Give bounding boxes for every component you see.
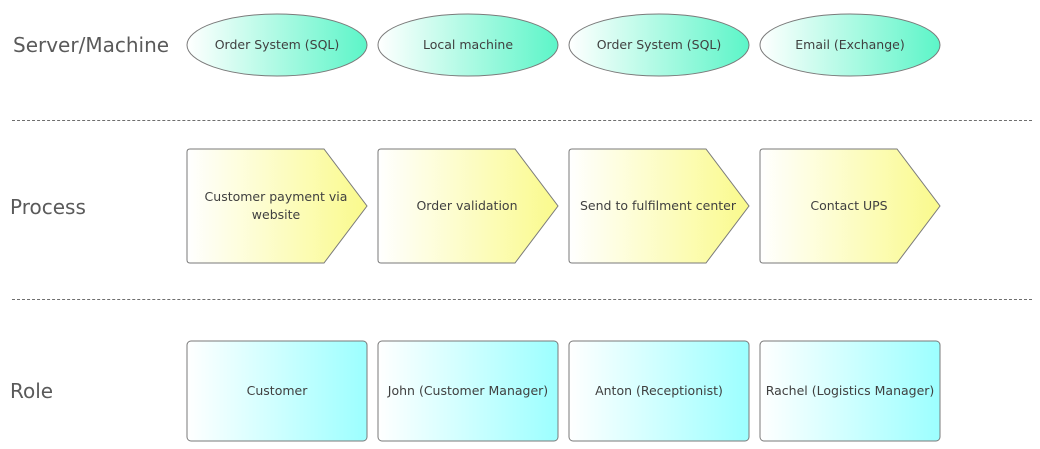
process-node-4[interactable] — [759, 148, 941, 264]
process-node-1[interactable] — [186, 148, 368, 264]
lane-label-role: Role — [10, 379, 54, 403]
lane-divider-top — [12, 120, 1032, 121]
process-node-3[interactable] — [568, 148, 750, 264]
lane-divider-bottom — [12, 299, 1032, 300]
process-node-2[interactable] — [377, 148, 559, 264]
lane-label-server: Server/Machine — [13, 33, 170, 57]
role-node-2[interactable] — [377, 340, 559, 442]
server-node-3[interactable] — [568, 13, 750, 77]
role-node-3[interactable] — [568, 340, 750, 442]
server-node-4[interactable] — [759, 13, 941, 77]
server-node-1[interactable] — [186, 13, 368, 77]
lane-label-process: Process — [10, 195, 86, 219]
server-node-2[interactable] — [377, 13, 559, 77]
role-node-4[interactable] — [759, 340, 941, 442]
role-node-1[interactable] — [186, 340, 368, 442]
